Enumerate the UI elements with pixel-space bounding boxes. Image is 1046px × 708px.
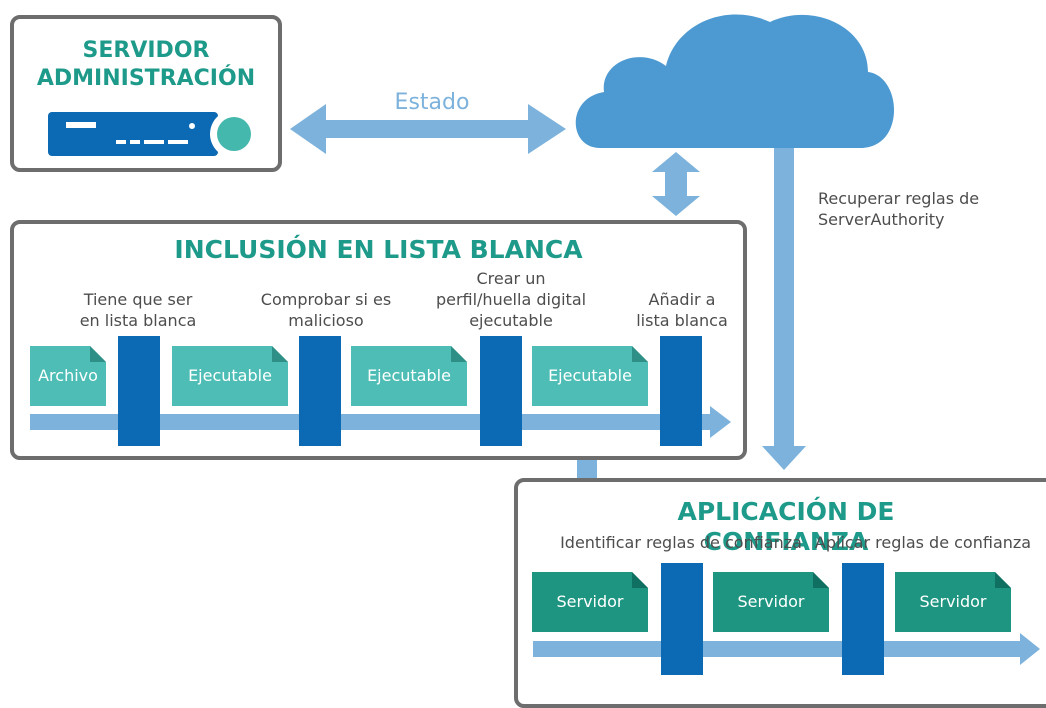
whitelist-step-4-line1: Añadir a [648, 290, 716, 309]
doc-fold [995, 572, 1011, 588]
whitelist-gate-1 [118, 336, 160, 446]
whitelisting-title: INCLUSIÓN EN LISTA BLANCA [174, 235, 583, 264]
doc-archivo-shape [30, 346, 106, 406]
whitelist-step-2-line2: malicioso [288, 311, 364, 330]
whitelist-gate-2 [299, 336, 341, 446]
retrieve-rules-line1: Recuperar reglas de [818, 189, 980, 208]
whitelist-step-1: Tiene que ser en lista blanca [60, 289, 216, 331]
whitelist-step-2-line1: Comprobar si es [260, 290, 392, 309]
doc-ejecutable-2-shape [351, 346, 467, 406]
cloud-whitelist-double-arrow [652, 152, 700, 216]
doc-servidor-3-shape [895, 572, 1011, 632]
trusted-flow-arrow [533, 633, 1040, 665]
doc-fold [813, 572, 829, 588]
doc-archivo-label: Archivo [38, 366, 98, 385]
cloud-icon [575, 14, 895, 149]
trusted-step-1: Identificar reglas de confianza [560, 533, 802, 552]
server-icon [48, 110, 258, 158]
whitelist-step-1-line1: Tiene que ser [83, 290, 193, 309]
trusted-flow [532, 563, 1040, 675]
doc-fold [451, 346, 467, 362]
whitelist-step-3: Crear un perfil/huella digital ejecutabl… [418, 268, 604, 331]
retrieve-rules-label: Recuperar reglas de ServerAuthority [818, 188, 1018, 230]
retrieve-rules-arrow [762, 148, 806, 470]
doc-ejecutable-1-label: Ejecutable [188, 366, 272, 385]
doc-servidor-1-shape [532, 572, 648, 632]
whitelist-gate-3 [480, 336, 522, 446]
admin-server-box: SERVIDOR ADMINISTRACIÓN [10, 15, 282, 172]
doc-fold [632, 572, 648, 588]
doc-ejecutable-2-label: Ejecutable [367, 366, 451, 385]
whitelist-step-4-line2: lista blanca [636, 311, 728, 330]
doc-fold [90, 346, 106, 362]
whitelist-gate-4 [660, 336, 702, 446]
whitelist-step-3-line2: perfil/huella digital [435, 290, 587, 309]
admin-server-title: SERVIDOR ADMINISTRACIÓN [14, 37, 278, 93]
doc-servidor-2-label: Servidor [737, 592, 805, 611]
whitelist-flow [30, 336, 731, 446]
admin-server-title-line1: SERVIDOR [82, 38, 210, 63]
doc-fold [272, 346, 288, 362]
trusted-app-title: APLICACIÓN DE CONFIANZA [677, 497, 895, 556]
whitelist-step-4: Añadir a lista blanca [622, 289, 742, 331]
status-label: Estado [394, 90, 470, 115]
whitelist-step-1-line2: en lista blanca [79, 311, 197, 330]
doc-servidor-1-label: Servidor [556, 592, 624, 611]
retrieve-rules-line2: ServerAuthority [818, 210, 945, 229]
doc-ejecutable-1-shape [172, 346, 288, 406]
trusted-step-2: Aplicar reglas de confianza [814, 533, 1032, 552]
whitelist-flow-arrow [30, 406, 731, 438]
whitelist-step-3-line3: ejecutable [469, 311, 553, 330]
admin-server-title-line2: ADMINISTRACIÓN [36, 66, 256, 91]
whitelist-step-3-line1: Crear un [476, 269, 546, 288]
doc-servidor-2-shape [713, 572, 829, 632]
whitelist-step-2: Comprobar si es malicioso [236, 289, 416, 331]
doc-fold [632, 346, 648, 362]
doc-ejecutable-3-shape [532, 346, 648, 406]
doc-ejecutable-3-label: Ejecutable [548, 366, 632, 385]
trusted-gate-1 [661, 563, 703, 675]
trusted-gate-2 [842, 563, 884, 675]
doc-servidor-3-label: Servidor [919, 592, 987, 611]
status-double-arrow [290, 104, 566, 154]
